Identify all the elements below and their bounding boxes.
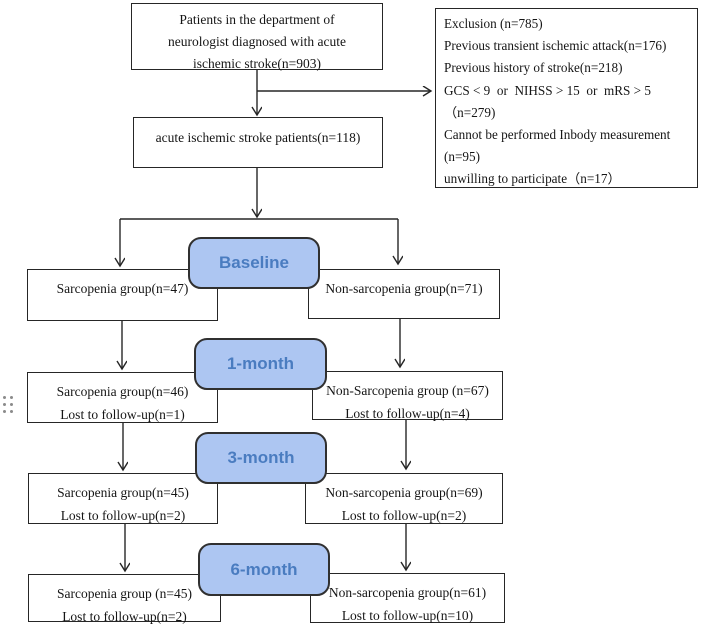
exclusion-criteria-box: Exclusion (n=785) Previous transient isc… (435, 8, 698, 188)
source-population-box: Patients in the department of neurologis… (131, 3, 383, 71)
exclusion-line: (n=95) (444, 149, 481, 165)
sarcopenia-baseline-box: Sarcopenia group(n=47) (27, 269, 218, 321)
non-sarcopenia-baseline-box: Non-sarcopenia group(n=71) (308, 269, 500, 319)
stage-pill-1-month: 1-month (194, 338, 327, 390)
group-count-text: Non-sarcopenia group(n=71) (325, 281, 483, 296)
non-sarcopenia-1-month-box: Non-Sarcopenia group (n=67) Lost to foll… (312, 371, 503, 421)
stage-pill-label: 6-month (230, 559, 298, 579)
enrolled-patients-box: acute ischemic stroke patients(n=118) (133, 117, 383, 168)
group-count-text: Non-sarcopenia group(n=69) (325, 485, 483, 500)
stage-pill-label: 3-month (227, 448, 295, 467)
exclusion-line: Exclusion (n=785) (444, 16, 543, 31)
grip-dots-icon (3, 396, 13, 413)
exclusion-line: GCS < 9 or NIHSS > 15 or mRS > 5 (444, 82, 651, 98)
exclusion-line: Previous history of stroke(n=218) (444, 60, 623, 76)
stage-pill-baseline: Baseline (188, 237, 320, 289)
lost-to-follow-up-text: Lost to follow-up(n=2) (62, 609, 187, 624)
group-count-text: Sarcopenia group(n=47) (56, 281, 189, 296)
source-population-line: neurologist diagnosed with acute (167, 34, 347, 49)
stage-pill-3-month: 3-month (195, 432, 327, 484)
non-sarcopenia-3-month-box: Non-sarcopenia group(n=69) Lost to follo… (305, 473, 503, 524)
sarcopenia-1-month-box: Sarcopenia group(n=46) Lost to follow-up… (27, 372, 218, 423)
stage-pill-label: 1-month (226, 354, 295, 373)
lost-to-follow-up-text: Lost to follow-up(n=2) (60, 508, 186, 523)
group-count-text: Non-sarcopenia group(n=61) (328, 585, 487, 600)
exclusion-line: Cannot be performed Inbody measurement (444, 127, 671, 143)
enrolled-patients-text: acute ischemic stroke patients(n=118) (155, 130, 361, 145)
group-count-text: Sarcopenia group (n=45) (56, 586, 193, 601)
lost-to-follow-up-text: Lost to follow-up(n=2) (341, 508, 467, 523)
sarcopenia-3-month-box: Sarcopenia group(n=45) Lost to follow-up… (28, 473, 218, 524)
non-sarcopenia-6-month-box: Non-sarcopenia group(n=61) Lost to follo… (310, 573, 505, 623)
exclusion-line: unwilling to participate（n=17） (444, 171, 621, 187)
source-population-line: Patients in the department of (179, 12, 335, 27)
exclusion-line: （n=279) (444, 104, 496, 120)
source-population-line: ischemic stroke(n=903) (193, 56, 321, 71)
sarcopenia-6-month-box: Sarcopenia group (n=45) Lost to follow-u… (28, 574, 221, 624)
stage-pill-6-month: 6-month (198, 543, 330, 596)
lost-to-follow-up-text: Lost to follow-up(n=1) (60, 407, 185, 422)
lost-to-follow-up-text: Lost to follow-up(n=10) (341, 608, 474, 623)
group-count-text: Non-Sarcopenia group (n=67) (326, 383, 489, 398)
stage-pill-label: Baseline (219, 253, 289, 272)
exclusion-line: Previous transient ischemic attack(n=176… (444, 38, 667, 54)
group-count-text: Sarcopenia group(n=45) (57, 485, 189, 500)
group-count-text: Sarcopenia group(n=46) (56, 384, 189, 399)
lost-to-follow-up-text: Lost to follow-up(n=4) (345, 406, 470, 421)
